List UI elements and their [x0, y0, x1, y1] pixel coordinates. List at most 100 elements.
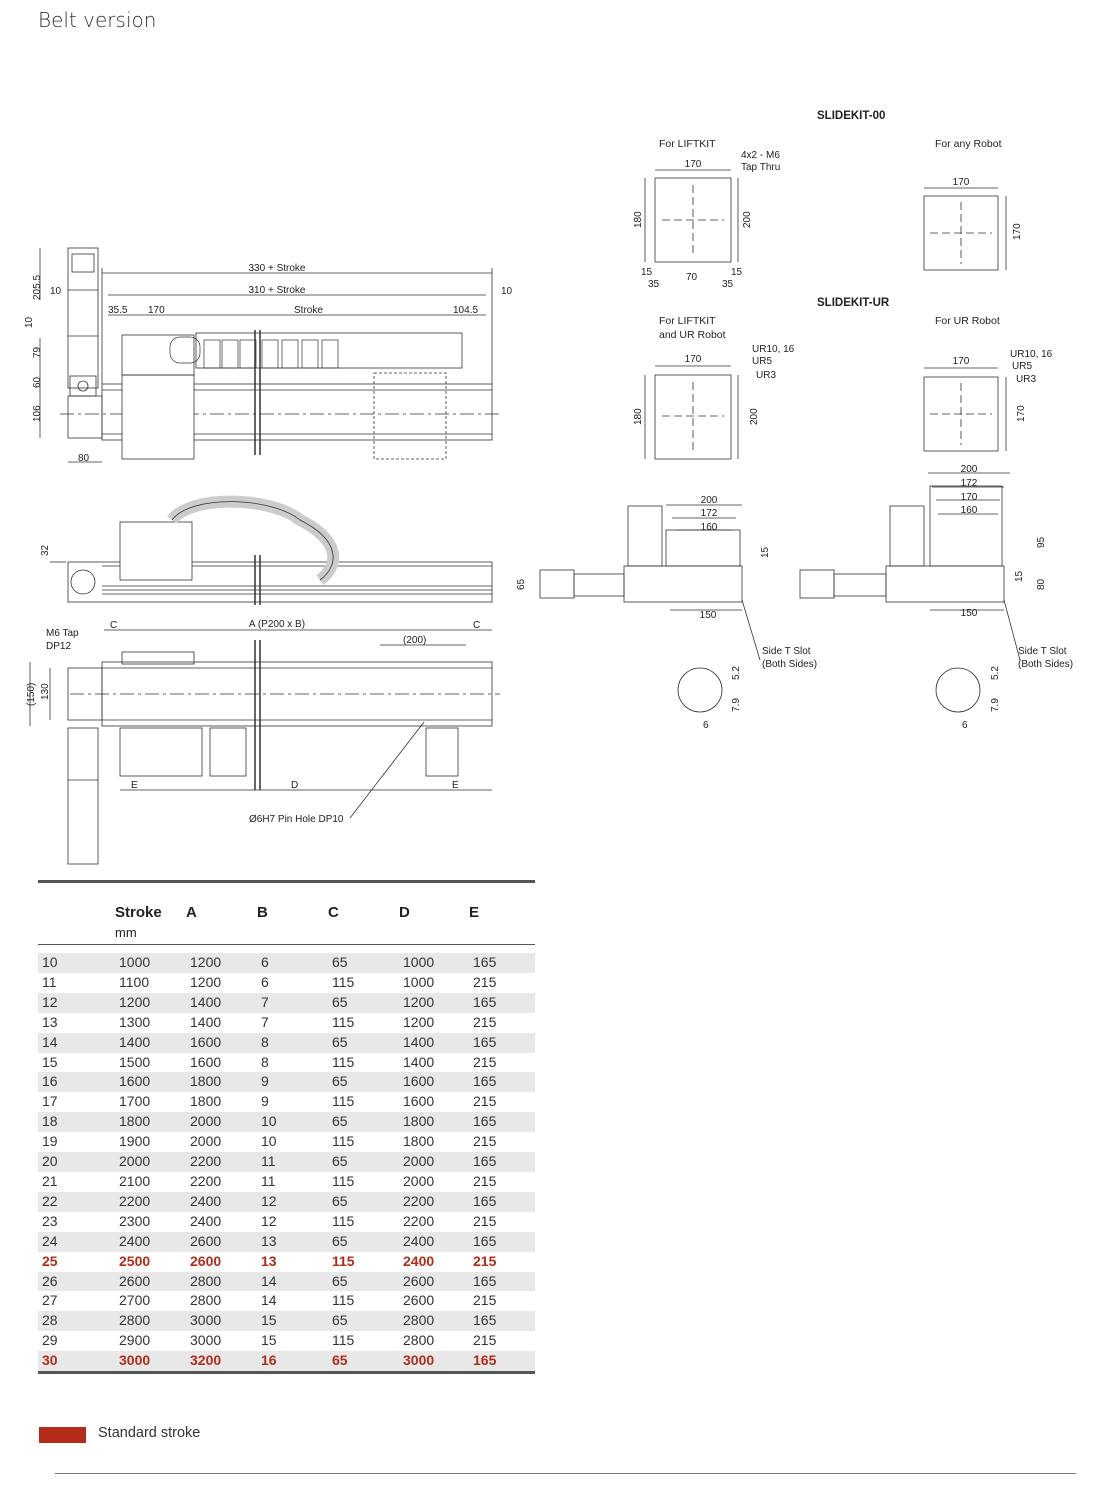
dp12-label: DP12	[46, 641, 71, 652]
table-cell: 65	[328, 1311, 399, 1332]
side-l-slot-2: (Both Sides)	[762, 659, 817, 670]
side-r-95: 95	[1036, 536, 1047, 548]
table-cell: 115	[332, 1252, 355, 1269]
ur-dim-180: 180	[633, 408, 644, 425]
dim-10-vertical: 10	[24, 316, 35, 328]
table-cell: 1000	[399, 953, 469, 973]
standard-stroke-swatch	[39, 1427, 86, 1443]
any-robot-caption: For any Robot	[935, 138, 1002, 150]
table-cell: 115	[332, 1292, 355, 1309]
side-l-200: 200	[701, 495, 718, 506]
side-l-15: 15	[760, 546, 771, 558]
table-cell: 215	[473, 1332, 497, 1349]
ur10-label-left: UR10, 16	[752, 344, 795, 355]
table-cell: 6	[257, 953, 328, 973]
side-l-7-9: 7.9	[731, 698, 742, 712]
table-cell: 1200	[115, 992, 186, 1013]
table-cell: 9	[257, 1072, 328, 1093]
table-cell: 14	[261, 1292, 277, 1309]
dim-35-right: 35	[722, 279, 734, 290]
bottom-view-drawing	[29, 629, 500, 865]
table-cell: 165	[469, 1152, 535, 1172]
table-cell: 115	[332, 1133, 355, 1150]
table-cell: 10	[261, 1133, 277, 1150]
side-view-right-drawing	[799, 472, 1021, 713]
dim-200-pitch: (200)	[403, 635, 426, 646]
table-cell: 1700	[119, 1093, 151, 1110]
table-cell: 2300	[119, 1212, 151, 1229]
slidekit-00-drawings	[644, 169, 1007, 271]
table-cell: 215	[473, 1292, 497, 1309]
table-cell: 215	[473, 1252, 497, 1269]
side-r-170: 170	[961, 492, 978, 503]
table-cell: 2200	[399, 1191, 469, 1212]
side-r-150: 150	[961, 608, 978, 619]
liftkit-ur-caption-1: For LIFTKIT	[659, 315, 716, 327]
table-cell: 1400	[190, 1013, 222, 1030]
dim-c-right: C	[473, 620, 480, 631]
table-cell: 30	[38, 1351, 115, 1375]
table-cell: 24	[38, 1231, 115, 1252]
table-cell: 215	[473, 1093, 497, 1110]
dim-130: 130	[40, 683, 51, 700]
table-cell: 2400	[186, 1191, 257, 1212]
ur5-label-right: UR5	[1012, 361, 1032, 372]
table-cell: 115	[332, 1332, 355, 1349]
table-cell: 1400	[186, 992, 257, 1013]
table-cell: 2800	[186, 1271, 257, 1292]
table-cell: 165	[469, 1072, 535, 1093]
table-cell: 14	[257, 1271, 328, 1292]
table-cell: 10	[38, 953, 115, 973]
tap-note-2: Tap Thru	[741, 162, 780, 173]
table-cell: 18	[38, 1112, 115, 1133]
table-cell: 165	[469, 1351, 535, 1375]
robot-dim-170-h: 170	[1012, 223, 1023, 240]
table-cell: 2400	[399, 1231, 469, 1252]
side-r-200: 200	[961, 464, 978, 475]
table-cell: 2600	[115, 1271, 186, 1292]
ur-dim-200: 200	[749, 408, 760, 425]
dim-104-5: 104.5	[453, 305, 478, 316]
table-units-row: mm	[38, 923, 535, 945]
slidekit-00-title: SLIDEKIT-00	[817, 110, 885, 122]
side-r-15: 15	[1014, 570, 1025, 582]
table-cell: 14	[38, 1032, 115, 1053]
table-cell: 2400	[190, 1212, 222, 1229]
standard-stroke-label: Standard stroke	[98, 1425, 201, 1441]
header-b: B	[257, 880, 328, 923]
table-cell: 2600	[190, 1252, 222, 1269]
table-cell: 2200	[186, 1152, 257, 1172]
table-cell: 11	[42, 973, 57, 990]
table-cell: 1200	[403, 1013, 435, 1030]
table-cell: 3000	[115, 1351, 186, 1375]
table-cell: 8	[261, 1053, 269, 1070]
table-cell: 3200	[186, 1351, 257, 1375]
table-cell: 7	[261, 1013, 269, 1030]
table-cell: 1100	[119, 973, 150, 990]
table-cell: 1200	[190, 973, 222, 990]
table-cell: 2800	[115, 1311, 186, 1332]
technical-drawing: 330 + Stroke 310 + Stroke 10 35.5 170 St…	[24, 110, 1073, 865]
side-l-5-2: 5.2	[731, 666, 742, 680]
liftkit-ur-caption-2: and UR Robot	[659, 329, 726, 341]
table-header-row: Stroke A B C D E	[38, 880, 535, 923]
table-cell: 115	[332, 1172, 355, 1189]
table-cell: 7	[257, 992, 328, 1013]
dim-e-left: E	[131, 780, 138, 791]
table-cell: 25	[42, 1252, 58, 1269]
table-cell: 215	[473, 1053, 497, 1070]
table-cell: 65	[328, 992, 399, 1013]
table-cell: 26	[38, 1271, 115, 1292]
header-a: A	[186, 880, 257, 923]
header-e: E	[469, 880, 535, 923]
unit-cell	[399, 923, 469, 945]
dim-200: 200	[742, 211, 753, 228]
table-cell: 165	[469, 1032, 535, 1053]
table-cell: 1300	[119, 1013, 151, 1030]
